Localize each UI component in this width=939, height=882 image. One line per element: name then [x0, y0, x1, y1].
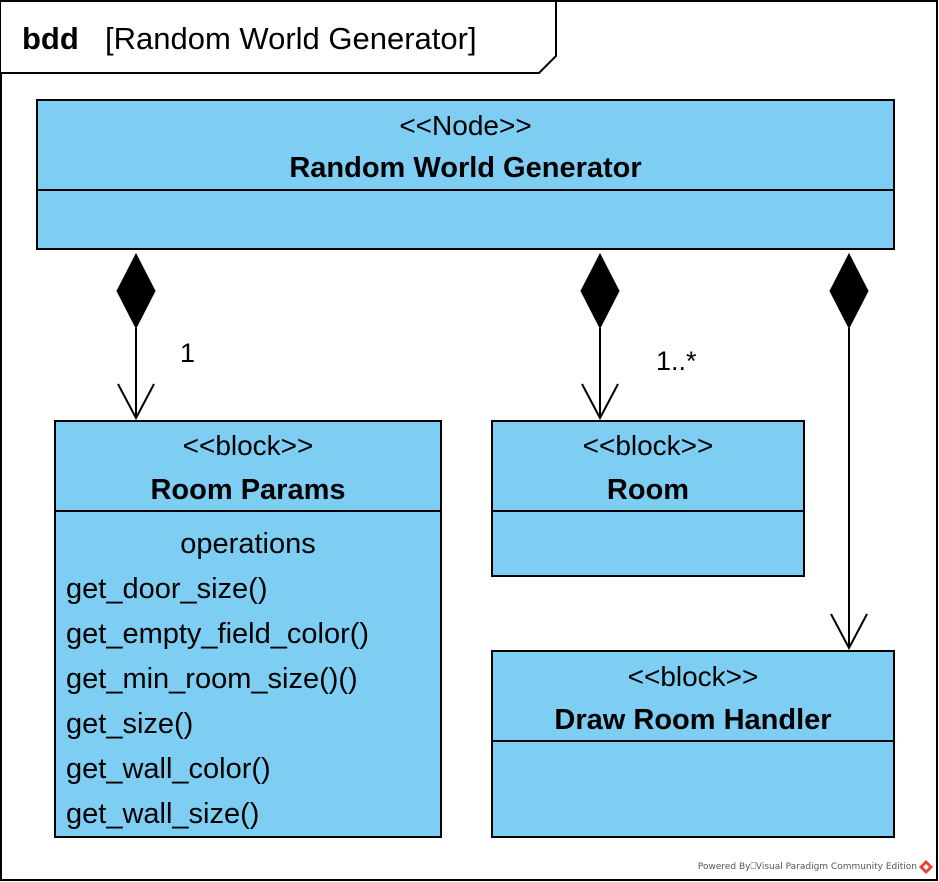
operation-item: get_wall_color()	[66, 753, 271, 785]
block-stereotype: <<block>>	[582, 430, 714, 461]
operation-item: get_min_room_size()()	[66, 663, 358, 695]
association-generator-draw-room-handler[interactable]	[829, 252, 869, 651]
frame-header-tab	[1, 0, 557, 74]
block-name: Room Params	[150, 474, 346, 506]
operation-item: get_door_size()	[66, 573, 268, 605]
block-name: Room	[606, 474, 690, 506]
block-room[interactable]	[491, 420, 805, 577]
frame-keyword: bdd	[22, 21, 79, 56]
block-stereotype: <<block>>	[627, 661, 759, 692]
association-generator-room[interactable]	[580, 252, 620, 421]
frame-title: [Random World Generator]	[105, 21, 477, 56]
navigability-arrowhead	[117, 383, 155, 421]
block-body	[54, 420, 442, 838]
multiplicity-label: 1	[180, 338, 196, 368]
block-draw-room-handler[interactable]	[491, 650, 895, 838]
operation-item: get_size()	[66, 708, 194, 740]
block-body	[491, 650, 895, 838]
block-room-params[interactable]	[54, 420, 442, 838]
navigability-arrowhead	[581, 383, 619, 421]
block-stereotype: <<block>>	[182, 430, 314, 461]
multiplicity-label: 1..*	[656, 346, 697, 376]
operation-item: get_wall_size()	[66, 798, 260, 830]
watermark-text: Powered By⎕Visual Paradigm Community Edi…	[697, 862, 917, 872]
visual-paradigm-logo-icon	[919, 860, 933, 874]
block-body	[491, 420, 805, 577]
block-body	[36, 99, 895, 250]
block-name: Draw Room Handler	[554, 704, 832, 736]
block-random-world-generator[interactable]	[36, 99, 895, 250]
association-generator-room-params[interactable]	[116, 252, 156, 421]
block-name: Random World Generator	[289, 152, 642, 184]
operation-item: get_empty_field_color()	[66, 618, 370, 650]
block-stereotype: <<Node>>	[399, 110, 532, 141]
navigability-arrowhead	[830, 613, 868, 651]
compartment-label: operations	[180, 528, 316, 560]
